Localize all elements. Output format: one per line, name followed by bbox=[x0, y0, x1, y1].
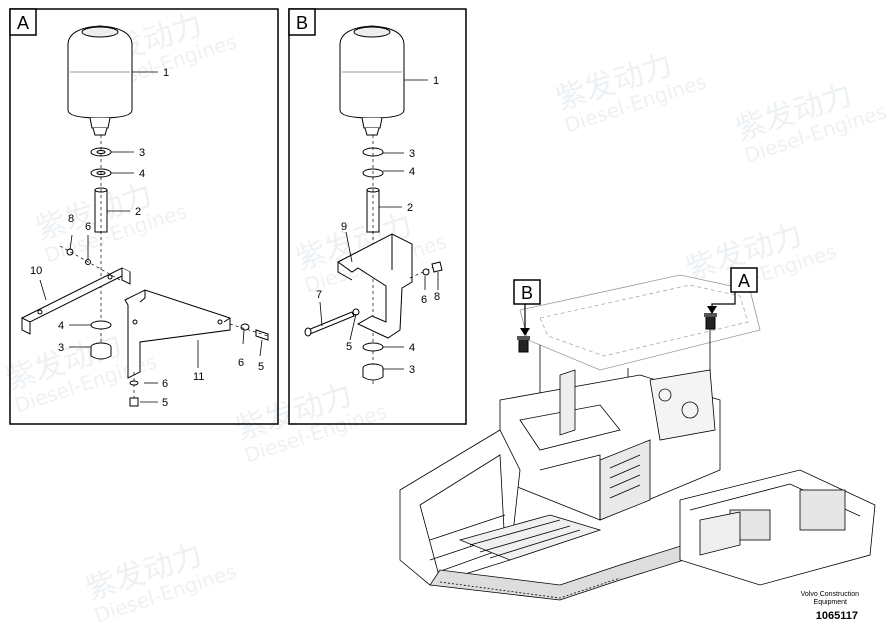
callout-a-letter: A bbox=[738, 271, 750, 291]
part-label: 3 bbox=[58, 342, 64, 354]
beacon-lamp bbox=[339, 25, 405, 136]
part-label: 2 bbox=[407, 202, 413, 214]
part-label: 10 bbox=[30, 265, 42, 277]
drawing-number: 1065117 bbox=[816, 610, 858, 622]
part-label: 5 bbox=[258, 361, 264, 373]
part-label: 4 bbox=[409, 342, 415, 354]
part-label: 1 bbox=[163, 67, 169, 79]
part-label: 5 bbox=[162, 397, 168, 409]
part-label: 4 bbox=[409, 166, 415, 178]
part-label: 6 bbox=[85, 221, 91, 233]
part-label: 1 bbox=[433, 75, 439, 87]
part-label: 8 bbox=[434, 291, 440, 303]
panel-a-letter: A bbox=[17, 13, 29, 33]
part-label: 4 bbox=[58, 320, 64, 332]
callout-b: B bbox=[513, 279, 541, 336]
footer: Volvo Construction Equipment 1065117 bbox=[801, 591, 859, 622]
footer-company-2: Equipment bbox=[814, 599, 848, 606]
part-label: 3 bbox=[409, 364, 415, 376]
part-label: 6 bbox=[421, 294, 427, 306]
part-label: 8 bbox=[68, 213, 74, 225]
part-label: 3 bbox=[409, 148, 415, 160]
part-label: 5 bbox=[346, 341, 352, 353]
part-label: 4 bbox=[139, 168, 145, 180]
leader-lines bbox=[39, 71, 263, 403]
beacon-location-a bbox=[704, 313, 717, 330]
part-label: 7 bbox=[316, 289, 322, 301]
part-label: 2 bbox=[135, 206, 141, 218]
panel-b: B bbox=[288, 8, 467, 425]
beacon-location-b bbox=[517, 336, 530, 353]
panel-b-letter: B bbox=[296, 13, 308, 33]
part-label: 9 bbox=[341, 221, 347, 233]
part-label: 6 bbox=[162, 378, 168, 390]
beacon-lamp bbox=[67, 25, 133, 136]
footer-company: Volvo Construction bbox=[801, 591, 859, 598]
callout-a: A bbox=[707, 267, 758, 314]
leader-lines bbox=[319, 79, 439, 370]
part-label: 11 bbox=[193, 371, 204, 383]
part-label: 6 bbox=[238, 357, 244, 369]
paver-machine bbox=[399, 274, 876, 601]
callout-b-letter: B bbox=[521, 283, 533, 303]
part-label: 3 bbox=[139, 147, 145, 159]
panel-a: A bbox=[9, 8, 279, 425]
